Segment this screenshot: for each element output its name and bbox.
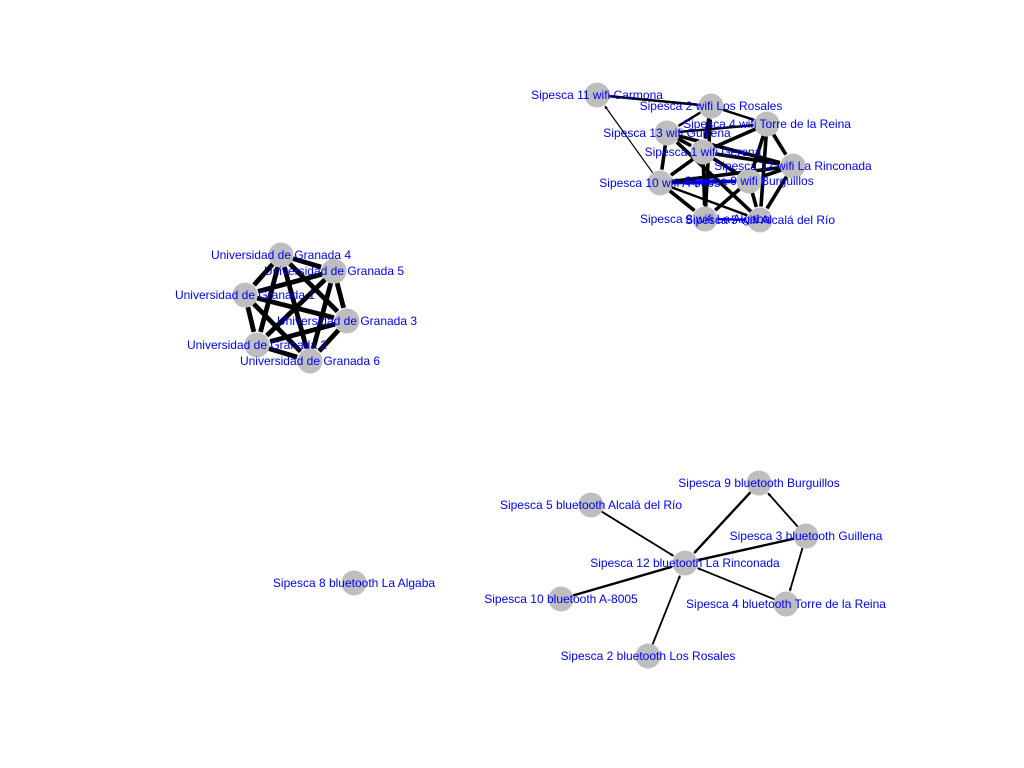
edge-w9-w8	[714, 187, 741, 212]
edge-b3-b9	[767, 492, 799, 528]
node-b8[interactable]	[341, 570, 367, 596]
node-label-w5: Sipesca 5 wifi Alcalá del Río	[685, 213, 835, 227]
node-b2[interactable]	[635, 643, 661, 669]
edge-w1-w9	[712, 157, 739, 176]
edge-w1-w10	[669, 157, 694, 177]
edge-g4-g5	[292, 256, 322, 270]
node-b10[interactable]	[548, 586, 574, 612]
edge-w13-w10	[660, 145, 668, 170]
node-label-g2: Universidad de Granada 2	[187, 338, 327, 352]
edge-b4-b12	[697, 567, 775, 601]
node-label-b10: Sipesca 10 bluetooth A-8005	[484, 592, 638, 606]
edge-w10-w11	[604, 105, 654, 174]
edge-w10-w5	[671, 186, 748, 217]
edge-g3-g2	[269, 321, 336, 344]
node-w5[interactable]	[747, 207, 773, 233]
edge-g4-g1	[252, 262, 275, 287]
node-label-b5: Sipesca 5 bluetooth Alcalá del Río	[500, 498, 682, 512]
node-g5[interactable]	[321, 258, 347, 284]
node-w9[interactable]	[736, 168, 762, 194]
edge-w10-w12	[672, 165, 780, 184]
edge-g1-g6	[252, 302, 303, 354]
node-label-w12: Sipesca 12 wifi La Rinconada	[714, 159, 872, 173]
node-label-w2: Sipesca 2 wifi Los Rosales	[640, 99, 783, 113]
node-g3[interactable]	[334, 308, 360, 334]
node-w2[interactable]	[698, 93, 724, 119]
edge-w10-w8	[668, 189, 696, 212]
edge-b9-b12	[693, 491, 752, 554]
edge-w4-w12	[772, 133, 788, 156]
node-w12[interactable]	[780, 153, 806, 179]
node-w4[interactable]	[754, 111, 780, 137]
node-g2[interactable]	[244, 332, 270, 358]
node-b9[interactable]	[746, 470, 772, 496]
node-label-b12: Sipesca 12 bluetooth La Rinconada	[590, 556, 780, 570]
node-label-w9: Sipesca 9 wifi Burguillos	[684, 174, 813, 188]
edge-g5-g1	[257, 271, 323, 294]
node-b4[interactable]	[773, 591, 799, 617]
node-w1[interactable]	[690, 139, 716, 165]
edge-b3-b12	[697, 537, 795, 562]
edge-w8-w5	[717, 218, 747, 222]
node-label-g6: Universidad de Granada 6	[240, 354, 380, 368]
edge-w9-w5	[750, 192, 759, 208]
edge-g5-g3	[334, 282, 346, 309]
edge-b3-b4	[788, 547, 804, 592]
node-label-w13: Sipesca 13 wifi Guillena	[603, 126, 731, 140]
edge-w2-w11	[610, 94, 699, 106]
node-g4[interactable]	[268, 242, 294, 268]
labels-layer: Universidad de Granada 4 Universidad de G…	[175, 88, 886, 663]
edge-g1-g2	[245, 306, 257, 333]
node-label-g3: Universidad de Granada 3	[277, 314, 417, 328]
node-label-w1: Sipesca 1 wifi Gerena	[645, 145, 762, 159]
edge-b5-b12	[601, 510, 674, 557]
node-label-w11: Sipesca 11 wifi Carmona	[531, 88, 663, 102]
edge-w12-w9	[761, 168, 782, 179]
edge-w2-w13	[677, 111, 701, 127]
nodes-layer	[232, 82, 819, 669]
node-g6[interactable]	[297, 348, 323, 374]
edge-g2-g6	[268, 346, 298, 360]
node-label-b4: Sipesca 4 bluetooth Torre de la Reina	[686, 597, 886, 611]
node-label-b9: Sipesca 9 bluetooth Burguillos	[678, 476, 839, 490]
edge-w1-w12	[715, 152, 780, 166]
node-label-g1: Universidad de Granada 1	[175, 288, 315, 302]
node-w10[interactable]	[647, 170, 673, 196]
edge-w4-w1	[714, 127, 757, 149]
node-label-w8: Sipesca 8 wifi La Algaba	[640, 212, 770, 226]
edges-layer	[245, 94, 804, 645]
node-w13[interactable]	[654, 120, 680, 146]
edge-w12-w5	[765, 175, 789, 210]
node-label-b8: Sipesca 8 bluetooth La Algaba	[273, 576, 435, 590]
node-label-g5: Universidad de Granada 5	[264, 264, 404, 278]
edge-w13-w1	[677, 137, 692, 148]
edge-b2-b12	[651, 575, 681, 645]
edge-w13-w4	[679, 123, 754, 134]
node-label-w4: Sipesca 4 wifi Torre de la Reina	[683, 117, 851, 131]
edge-w2-w4	[722, 108, 755, 122]
edge-g3-g6	[317, 328, 341, 353]
node-w8[interactable]	[692, 206, 718, 232]
edge-g1-g3	[256, 295, 335, 320]
node-b3[interactable]	[793, 523, 819, 549]
edge-b10-b12	[572, 565, 673, 597]
edge-w4-w9	[751, 135, 765, 169]
node-label-b2: Sipesca 2 bluetooth Los Rosales	[561, 649, 736, 663]
node-b5[interactable]	[578, 492, 604, 518]
node-b12[interactable]	[672, 550, 698, 576]
node-label-g4: Universidad de Granada 4	[211, 248, 351, 262]
node-label-w10: Sipesca 10 wifi A-8005	[599, 176, 721, 190]
node-g1[interactable]	[232, 282, 258, 308]
edge-w10-w9	[672, 179, 736, 185]
node-w11[interactable]	[584, 82, 610, 108]
node-label-b3: Sipesca 3 bluetooth Guillena	[730, 529, 883, 543]
